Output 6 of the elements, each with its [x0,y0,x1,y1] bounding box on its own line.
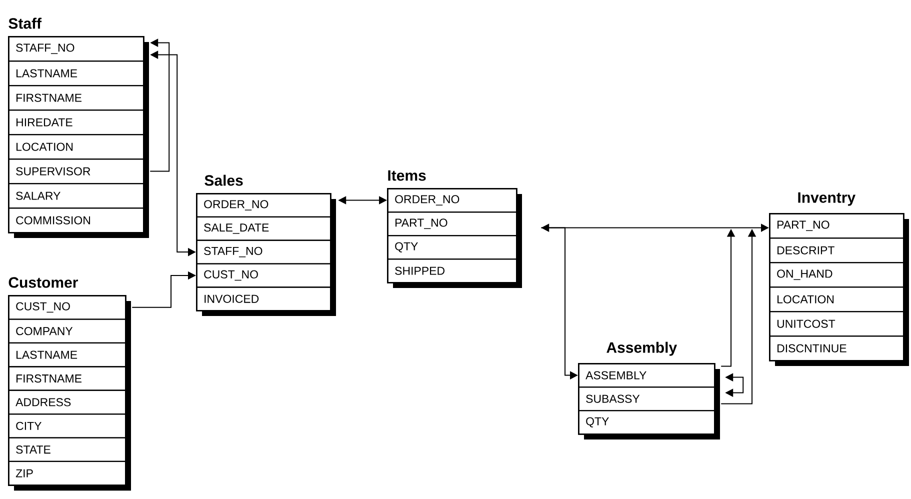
table-title: Staff [8,18,42,29]
table-title: Customer [8,277,78,288]
table-title: Items [388,170,426,181]
table-title: Sales [204,174,243,186]
table-title: Inventry [798,192,856,206]
table-title: Assembly [606,342,677,356]
